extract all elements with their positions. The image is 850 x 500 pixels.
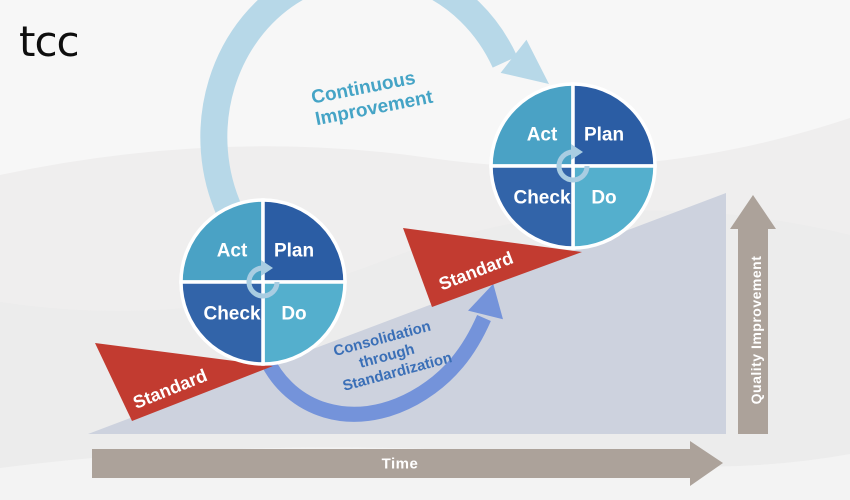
consolidation-arrowhead-icon (468, 283, 503, 320)
plan-label: Plan (274, 241, 314, 262)
plan-quadrant-right (571, 82, 657, 168)
time-axis-label: Time (382, 456, 419, 473)
standard-wedge-2: Standard (403, 228, 582, 307)
time-axis-arrowhead-icon (690, 441, 723, 486)
check-quadrant-left (179, 280, 265, 366)
plan-label: Plan (584, 125, 624, 146)
do-quadrant-left (261, 280, 347, 366)
standard-wedge-2-shape (403, 228, 582, 307)
quality-axis-shaft (738, 227, 768, 434)
check-quadrant-right (489, 164, 575, 250)
cycle-icon-arrowhead (261, 260, 273, 276)
check-label: Check (203, 304, 260, 325)
act-quadrant-left (179, 198, 265, 284)
pdca-wheel-right: Act Plan Check Do (489, 82, 657, 250)
standard-wedge-1: Standard (95, 343, 273, 421)
do-quadrant-right (571, 164, 657, 250)
consolidation-arrow-shaft (259, 314, 491, 422)
check-label: Check (513, 188, 570, 209)
quality-axis-label: Quality Improvement (748, 256, 764, 405)
do-label: Do (281, 304, 306, 325)
quality-axis-arrowhead-icon (730, 195, 776, 229)
pdca-wheel-left: Act Plan Check Do (179, 198, 347, 366)
act-quadrant-right (489, 82, 575, 168)
time-axis-shaft (92, 449, 690, 478)
plan-quadrant-left (261, 198, 347, 284)
act-label: Act (217, 241, 248, 262)
standard-wedge-1-shape (95, 343, 273, 421)
act-label: Act (527, 125, 558, 146)
arc-arrowhead-icon (500, 39, 549, 84)
cycle-icon-arrowhead (571, 144, 583, 160)
continuous-improvement-arc (200, 0, 518, 218)
time-axis-arrow: Time (92, 441, 723, 486)
quality-axis-arrow: Quality Improvement (730, 195, 776, 434)
company-logo: tcc (19, 17, 79, 66)
do-label: Do (591, 188, 616, 209)
continuous-improvement-arrow: Continuous Improvement (200, 0, 549, 218)
